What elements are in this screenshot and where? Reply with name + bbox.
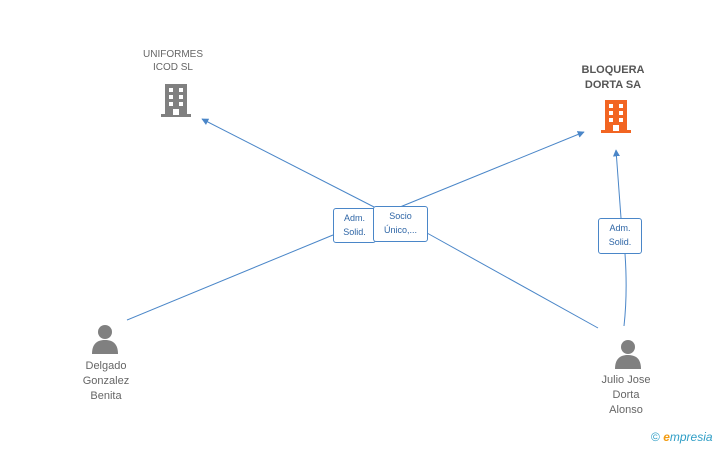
relation-text-line: Solid.: [608, 237, 632, 247]
building-icon-uniformes[interactable]: [161, 84, 191, 117]
building-icon-bloquera[interactable]: [601, 100, 631, 133]
relation-text-line: Único,...: [383, 225, 417, 235]
brand-initial: e: [663, 430, 670, 444]
empresia-watermark: © empresia: [651, 430, 713, 444]
copyright-symbol: ©: [651, 430, 660, 444]
brand-name: mpresia: [669, 430, 713, 444]
edge-julio-hub: [426, 232, 599, 329]
person-name-line: Alonso: [609, 404, 643, 416]
person-name-line: Delgado: [85, 360, 127, 372]
edge-delgado-hub: [126, 234, 334, 321]
company-label-uniformes[interactable]: UNIFORMES ICOD SL: [130, 48, 216, 74]
person-name-line: Dorta: [612, 389, 640, 401]
person-icon-delgado[interactable]: [92, 325, 118, 354]
relation-box-adm-solid-1[interactable]: Adm. Solid.: [333, 208, 376, 243]
person-name-line: Benita: [90, 390, 122, 402]
relation-text-line: Solid.: [343, 227, 366, 237]
company-name-line: ICOD SL: [152, 62, 193, 73]
person-label-delgado[interactable]: Delgado Gonzalez Benita: [66, 359, 146, 404]
relation-text-line: Adm.: [609, 223, 631, 233]
person-label-julio[interactable]: Julio Jose Dorta Alonso: [584, 373, 668, 418]
person-name-line: Gonzalez: [82, 375, 130, 387]
company-name-line: UNIFORMES: [143, 49, 203, 60]
company-name-line: DORTA SA: [584, 79, 642, 91]
relation-text-line: Adm.: [343, 213, 365, 223]
relation-box-socio-unico[interactable]: Socio Único,...: [373, 206, 428, 242]
person-icon-julio[interactable]: [615, 340, 641, 369]
company-label-bloquera[interactable]: BLOQUERA DORTA SA: [566, 63, 660, 93]
person-name-line: Julio Jose: [601, 374, 651, 386]
relation-text-line: Socio: [389, 211, 412, 221]
edge-hub-to-bloquera: [399, 131, 585, 208]
relation-box-adm-solid-2[interactable]: Adm. Solid.: [598, 218, 642, 254]
edge-hub-to-uniformes: [201, 118, 377, 209]
company-name-line: BLOQUERA: [581, 64, 645, 76]
